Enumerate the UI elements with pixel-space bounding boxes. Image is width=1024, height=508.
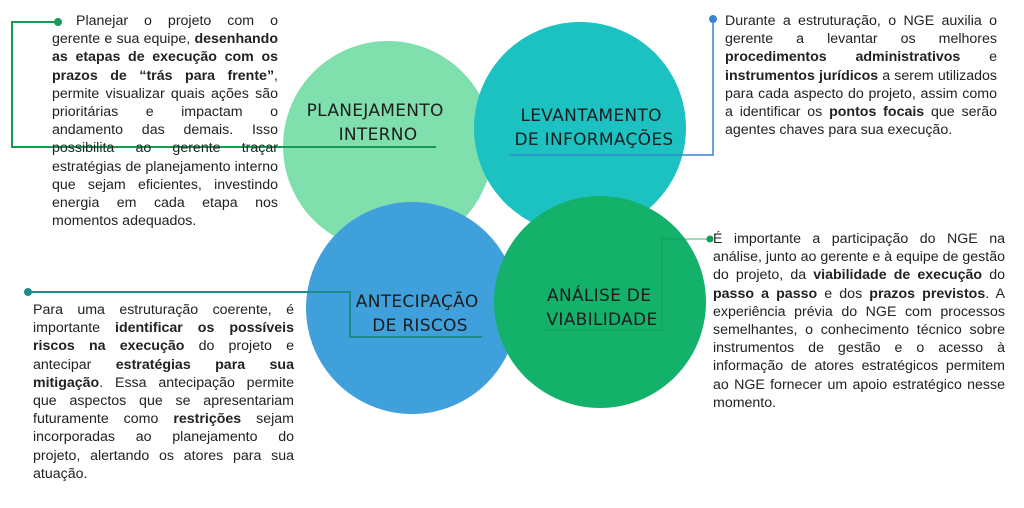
description-planejamento: Planejar o projeto com o gerente e sua e…: [52, 12, 278, 230]
text-span: . Essa antecipação permite que aspectos …: [33, 374, 294, 428]
bold-span: desenhando as etapas de execução com os …: [52, 31, 278, 84]
text-span: sejam incorporadas ao planejamento do pr…: [33, 411, 294, 482]
description-levantamento: Durante a estruturação, o NGE auxilia o …: [725, 12, 997, 139]
label-analise: ANÁLISE DE VIABILIDADE: [547, 284, 658, 330]
bold-span: restrições: [173, 411, 242, 428]
bold-span: passo a passo: [713, 285, 818, 302]
connector-antecipacao: [24, 288, 482, 338]
connector-dot-levantamento: [709, 15, 717, 23]
text-span: , permite visualizar quais ações são pri…: [52, 67, 278, 230]
bold-span: prazos previstos: [869, 285, 986, 302]
label-antecipacao: ANTECIPAÇÃO DE RISCOS: [356, 290, 484, 336]
circle-analise: [494, 196, 706, 408]
connector-analise: [545, 235, 714, 331]
text-span: e dos: [817, 285, 870, 302]
bold-span: pontos focais: [829, 104, 925, 121]
bold-span: instrumentos jurídicos: [725, 67, 879, 84]
text-span: e: [960, 49, 997, 66]
circle-antecipacao: [306, 202, 518, 414]
connector-dot-analise: [706, 235, 714, 243]
text-span: a serem utilizados para cada aspecto do …: [725, 67, 998, 121]
connector-planejamento: [11, 18, 436, 148]
text-span: do: [982, 267, 1005, 284]
label-planejamento: PLANEJAMENTO INTERNO: [307, 101, 450, 145]
text-span: . A experiência prévia do NGE com proces…: [713, 285, 1005, 411]
text-span: Durante a estruturação, o NGE auxilia o …: [725, 13, 997, 48]
text-span: Planejar o projeto com o gerente e sua e…: [52, 13, 278, 48]
text-span: Para uma estruturação coerente, é import…: [33, 302, 294, 337]
circle-levantamento: [474, 22, 686, 234]
bold-span: procedimentos administrativos: [725, 49, 961, 66]
text-span: que serão agentes chaves para sua execuç…: [725, 104, 997, 139]
connector-dot-antecipacao: [24, 288, 32, 296]
bold-span: viabilidade de execução: [813, 267, 983, 284]
bold-span: estratégias para sua mitigação: [33, 356, 294, 391]
description-antecipacao: Para uma estruturação coerente, é import…: [33, 301, 294, 483]
text-span: É importante a participação do NGE na an…: [713, 231, 1005, 284]
bold-span: identificar os possíveis riscos na execu…: [33, 320, 294, 355]
connector-levantamento: [509, 15, 717, 156]
label-levantamento: LEVANTAMENTO DE INFORMAÇÕES: [515, 106, 674, 150]
text-span: do projeto e antecipar: [33, 338, 294, 373]
connector-dot-planejamento: [54, 18, 62, 26]
description-analise: É importante a participação do NGE na an…: [713, 230, 1005, 412]
